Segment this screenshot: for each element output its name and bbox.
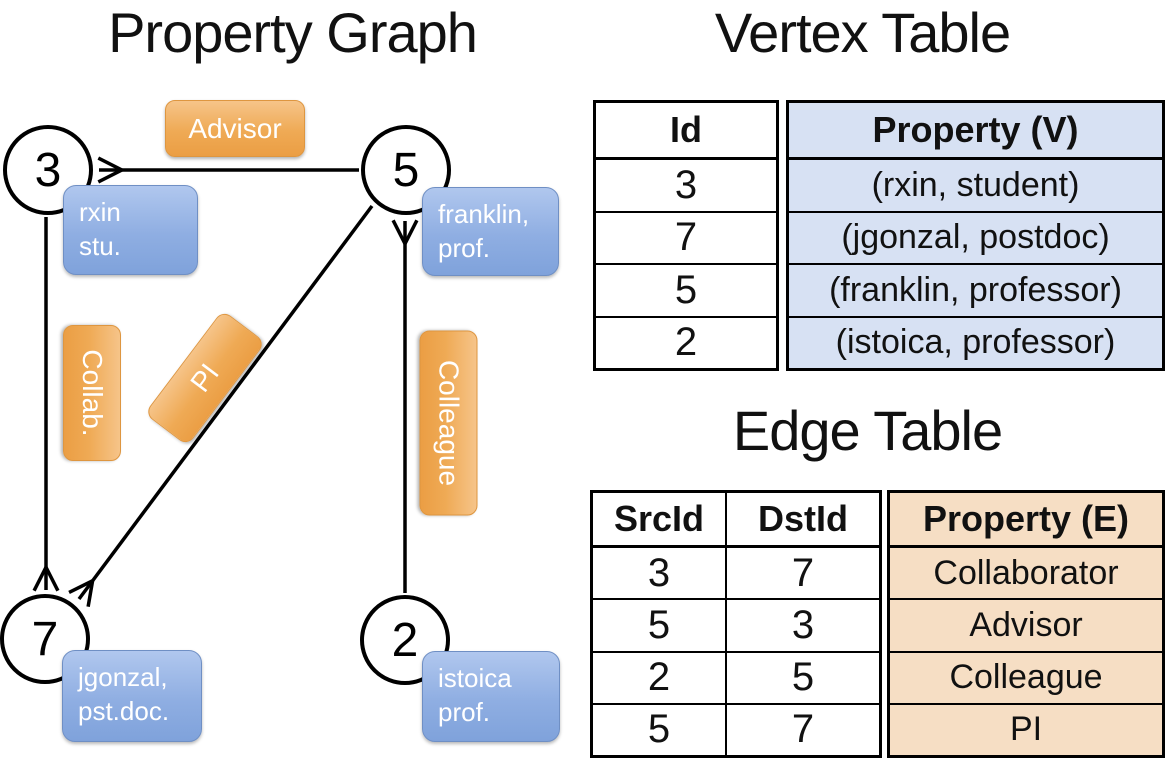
vertex-id-label: 5 <box>392 143 420 197</box>
table-cell: 7 <box>791 550 815 595</box>
table-cell: 5 <box>593 600 727 651</box>
vertex-property-box-istoica: istoica prof. <box>422 651 560 742</box>
table-cell: Collaborator <box>933 553 1119 592</box>
table-cell: 5 <box>791 655 815 700</box>
edge-table-property-header: Property (E) <box>922 498 1130 539</box>
edge-line-pi-5-to-7 <box>79 204 374 599</box>
graph-edges-svg <box>0 0 585 760</box>
edge-label-collab: Collab. <box>63 325 121 461</box>
vertex-property-line: prof. <box>438 697 491 727</box>
vertex-property-box-franklin: franklin, prof. <box>422 187 559 276</box>
vertex-id-label: 2 <box>391 613 419 667</box>
vertex-property-box-rxin: rxin stu. <box>63 185 198 275</box>
table-cell: 5 <box>674 267 698 312</box>
table-cell: 5 <box>593 704 727 755</box>
vertex-circle-2: 2 <box>360 595 450 685</box>
table-cell: 2 <box>593 652 727 703</box>
table-cell: (jgonzal, postdoc) <box>841 218 1110 257</box>
table-cell: Advisor <box>969 605 1083 644</box>
table-cell: 3 <box>791 602 815 647</box>
edge-label-text: Collab. <box>77 349 108 437</box>
edge-label-colleague: Colleague <box>419 330 478 516</box>
vertex-property-line: pst.doc. <box>78 696 170 726</box>
edge-table-dstid-header: DstId <box>758 498 848 539</box>
table-cell: 2 <box>674 320 698 365</box>
table-cell: 3 <box>593 548 727 599</box>
edge-table-property-column: Property (E) Collaborator Advisor Collea… <box>887 490 1165 758</box>
vertex-property-line: franklin, <box>438 199 530 229</box>
edge-label-text: Colleague <box>433 359 465 487</box>
table-cell: (istoica, professor) <box>835 323 1116 362</box>
vertex-id-label: 7 <box>31 612 59 666</box>
property-graph-title: Property Graph <box>108 1 478 64</box>
edge-table-ids-columns: SrcId DstId 3 7 5 3 2 5 5 7 <box>590 490 882 758</box>
vertex-property-line: rxin <box>79 197 121 227</box>
table-cell: (rxin, student) <box>871 165 1080 204</box>
table-cell: 7 <box>674 215 698 260</box>
table-cell: 7 <box>791 707 815 752</box>
edge-label-text: PI <box>184 357 225 398</box>
vertex-circle-5: 5 <box>361 125 451 215</box>
vertex-property-line: jgonzal, <box>78 662 168 692</box>
table-cell: PI <box>1009 710 1043 749</box>
edge-table-srcid-header: SrcId <box>593 493 727 545</box>
vertex-table-id-column: Id 3 7 5 2 <box>593 100 779 371</box>
vertex-property-line: stu. <box>79 231 121 261</box>
table-cell: 3 <box>674 162 698 207</box>
edge-label-text: Advisor <box>188 112 282 144</box>
edge-table-title: Edge Table <box>732 399 1003 462</box>
vertex-property-line: prof. <box>438 233 491 263</box>
vertex-table-property-header: Property (V) <box>872 109 1079 150</box>
vertex-property-box-jgonzal: jgonzal, pst.doc. <box>62 650 202 742</box>
vertex-table-property-column: Property (V) (rxin, student) (jgonzal, p… <box>786 100 1165 371</box>
vertex-id-label: 3 <box>34 143 62 197</box>
vertex-property-line: istoica <box>438 663 512 693</box>
edge-label-advisor: Advisor <box>165 100 305 157</box>
vertex-table-id-header: Id <box>670 109 702 150</box>
table-cell: Colleague <box>949 658 1103 697</box>
table-cell: (franklin, professor) <box>829 270 1122 309</box>
vertex-table-title: Vertex Table <box>714 1 1011 64</box>
